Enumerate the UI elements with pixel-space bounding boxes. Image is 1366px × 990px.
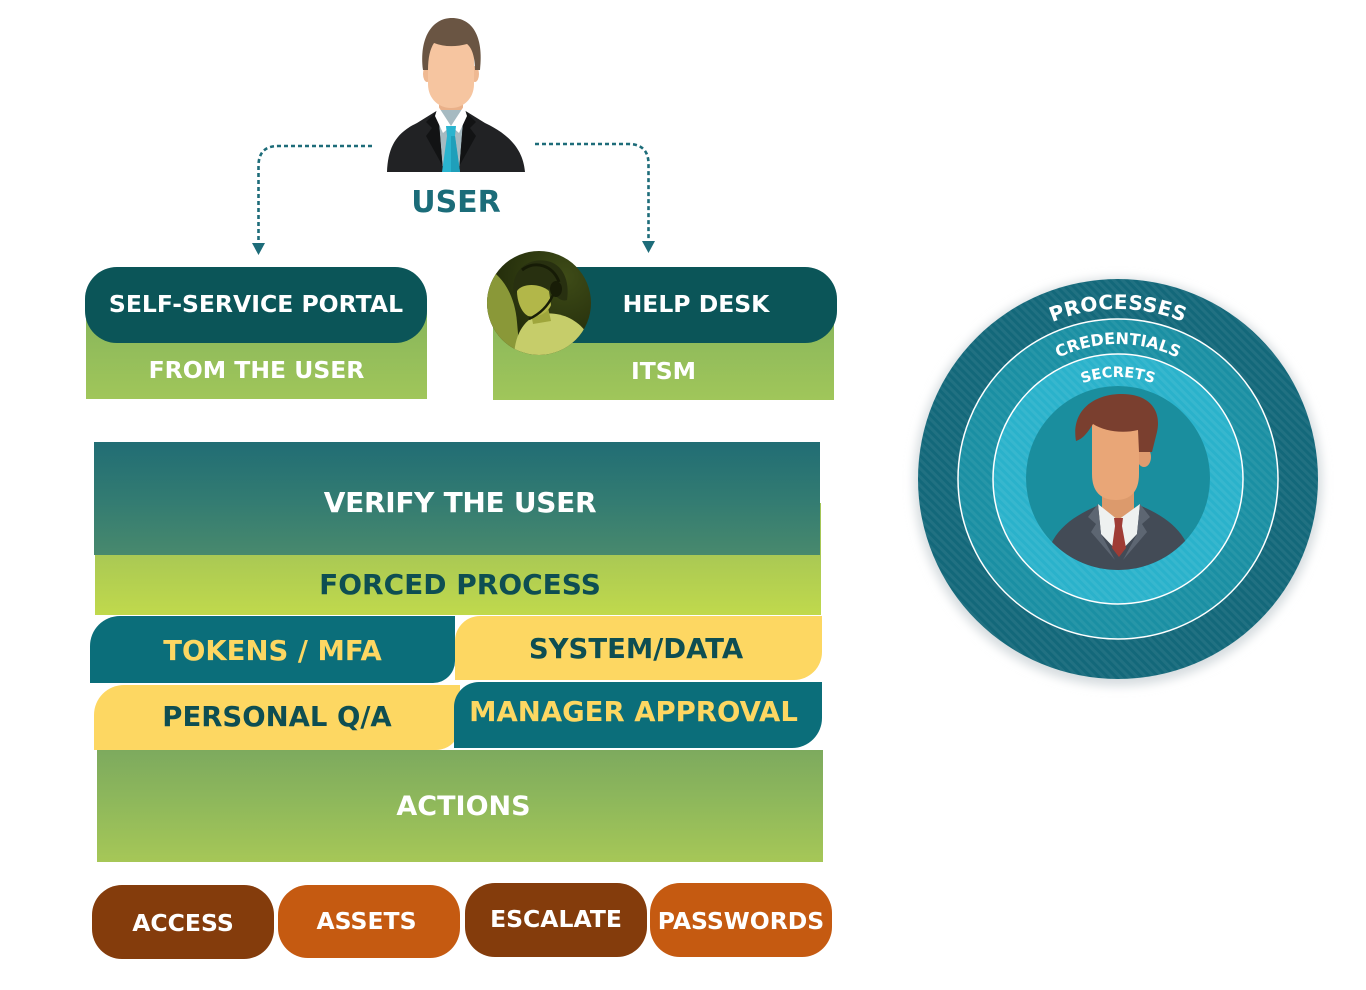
core-avatar-tie: [1112, 518, 1126, 557]
method-system-data: SYSTEM/DATA: [455, 616, 822, 680]
method-label: PERSONAL Q/A: [162, 700, 392, 733]
user-label: USER: [411, 185, 501, 220]
method-label: SYSTEM/DATA: [528, 633, 744, 666]
help-desk-subtitle-area: ITSM: [493, 343, 834, 400]
self-service-portal-subtitle: FROM THE USER: [148, 356, 365, 385]
security-rings-diagram: PROCESSES CREDENTIALS SECRETS: [914, 278, 1322, 686]
avatar-lapel-right: [456, 110, 476, 172]
action-label: ESCALATE: [490, 905, 622, 934]
connector-user-to-self-service: [257, 144, 372, 243]
core-avatar-icon: [1044, 394, 1194, 570]
method-label: TOKENS / MFA: [163, 634, 382, 667]
user-label-area: USER: [380, 183, 532, 223]
forced-process-label: FORCED PROCESS: [319, 568, 601, 601]
avatar-face: [428, 35, 474, 108]
method-label: MANAGER APPROVAL: [469, 696, 798, 729]
action-label: ACCESS: [132, 908, 234, 937]
help-desk-title: HELP DESK: [622, 290, 770, 319]
help-desk-agent-photo: [487, 251, 591, 355]
core-avatar-hair: [1075, 394, 1159, 452]
avatar-tie-shade: [451, 136, 460, 172]
arrow-down-icon: [252, 243, 265, 255]
user-avatar-icon: [387, 18, 525, 172]
verify-user-band: VERIFY THE USER: [94, 442, 820, 555]
method-personal-qa: PERSONAL Q/A: [94, 685, 460, 750]
flow-connectors: [252, 142, 655, 255]
help-desk-subtitle: ITSM: [630, 356, 697, 385]
forced-process-label-area: FORCED PROCESS: [95, 555, 821, 615]
actions-title: ACTIONS: [396, 790, 531, 822]
avatar-hair: [422, 18, 481, 70]
action-label: ASSETS: [316, 906, 417, 935]
self-service-portal-title: SELF-SERVICE PORTAL: [108, 290, 404, 319]
ring-label-secrets: SECRETS: [1079, 365, 1157, 387]
action-assets: ASSETS: [278, 885, 460, 958]
arrow-down-icon: [642, 241, 655, 253]
self-service-portal-subtitle-area: FROM THE USER: [86, 343, 427, 399]
photo-headset-band: [521, 263, 561, 283]
avatar-lapel-left: [426, 110, 446, 172]
method-manager-approval: MANAGER APPROVAL: [454, 682, 822, 748]
photo-headset-mic: [528, 294, 555, 321]
action-passwords: PASSWORDS: [650, 883, 832, 957]
action-escalate: ESCALATE: [465, 883, 647, 957]
action-label: PASSWORDS: [657, 907, 825, 936]
core-avatar-lapel-right: [1123, 504, 1150, 560]
verify-user-title: VERIFY THE USER: [323, 485, 597, 519]
core-avatar-face: [1092, 424, 1139, 500]
ring-label-secrets-text: SECRETS: [1079, 365, 1157, 387]
self-service-portal-header: SELF-SERVICE PORTAL: [85, 267, 427, 343]
action-access: ACCESS: [92, 885, 274, 959]
actions-band: ACTIONS: [97, 750, 823, 862]
core-avatar-lapel-left: [1088, 504, 1115, 560]
headset-icon: [550, 281, 562, 297]
method-tokens-mfa: TOKENS / MFA: [90, 616, 455, 683]
connector-user-to-help-desk: [535, 142, 650, 241]
